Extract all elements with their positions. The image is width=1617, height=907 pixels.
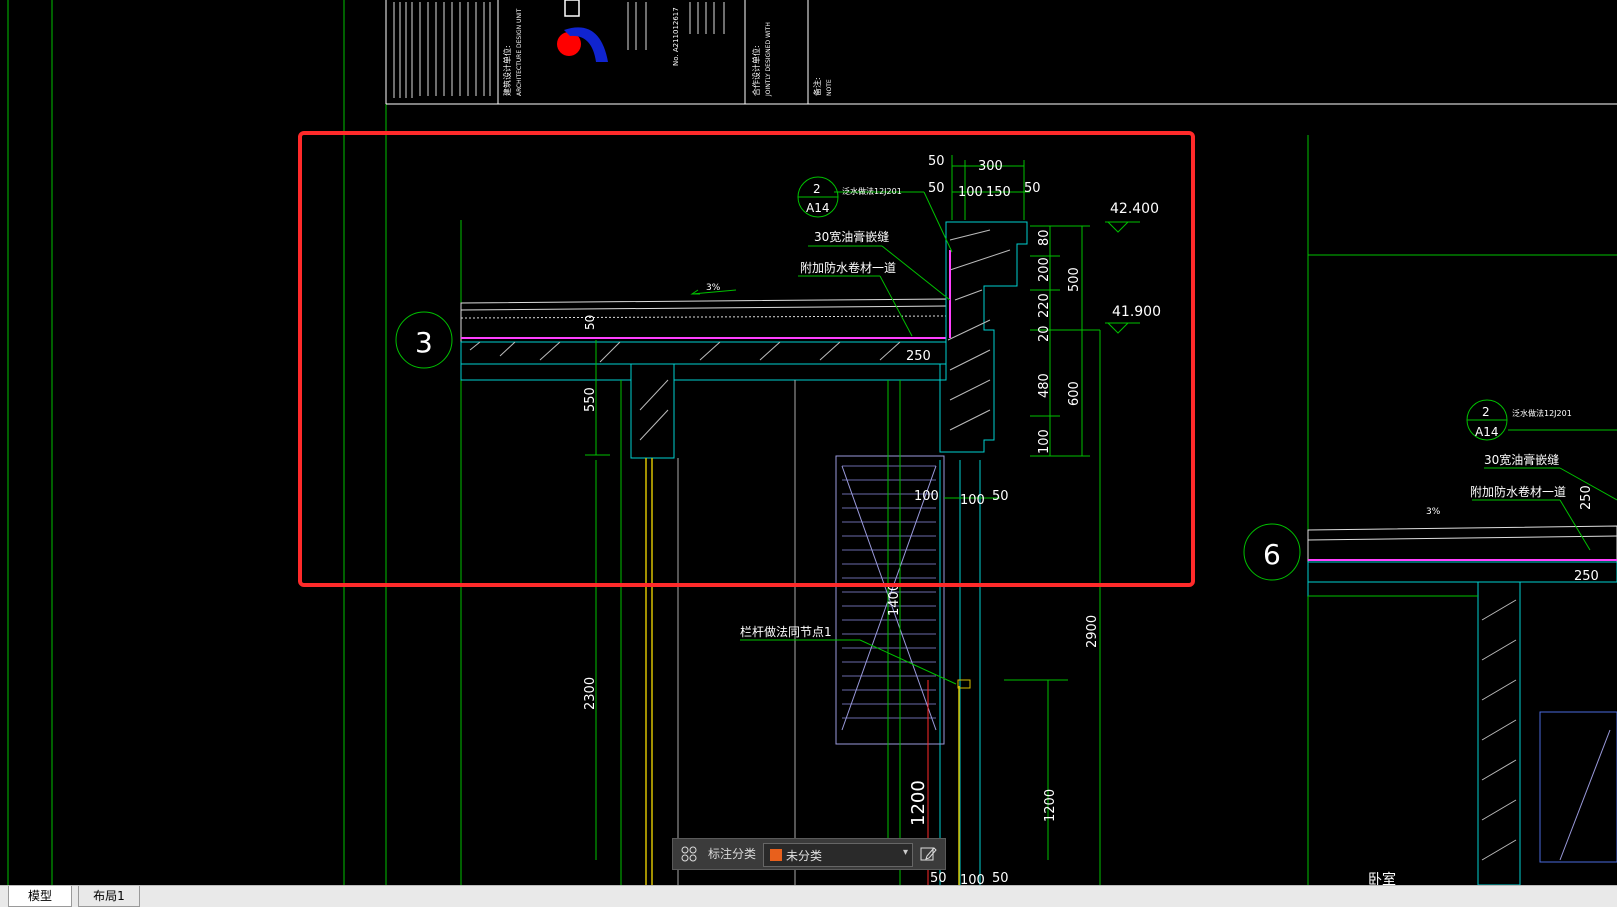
- note-railing: 栏杆做法同节点1: [740, 624, 832, 639]
- detail-3-number: 3: [415, 326, 433, 359]
- dim-50-top: 50: [928, 154, 945, 169]
- dim-500: 500: [1067, 267, 1082, 292]
- dim-550: 550: [583, 387, 598, 412]
- cad-drawing-canvas[interactable]: 建筑设计单位: ARCHITECTURE DESIGN UNIT No. A21…: [0, 0, 1617, 885]
- chevron-down-icon: ▾: [902, 847, 908, 858]
- titleblock-unit: 建筑设计单位:: [502, 45, 512, 96]
- annotation-category-label: 标注分类: [708, 847, 757, 861]
- dim-2900: 2900: [1085, 615, 1100, 648]
- highlight-box: [298, 131, 1195, 587]
- note-membrane-right: 附加防水卷材一道: [1470, 484, 1566, 499]
- dim-50-slab: 50: [583, 315, 597, 330]
- titleblock-jointly-en: JOINTLY DESIGNED WITH: [765, 22, 772, 97]
- dim-50-bottom-right: 50: [992, 871, 1009, 885]
- edit-icon[interactable]: [919, 845, 937, 863]
- titleblock-note: 备注:: [812, 77, 822, 96]
- detail-6-section: [1307, 429, 1617, 885]
- dim-1200: 1200: [1043, 789, 1058, 822]
- dim-250: 250: [906, 349, 931, 364]
- dim-100-side: 100: [1037, 429, 1052, 454]
- dim-300: 300: [978, 159, 1003, 174]
- dim-250-right-top: 250: [1579, 485, 1594, 510]
- note-membrane: 附加防水卷材一道: [800, 260, 896, 275]
- ref-sheet-right: A14: [1475, 425, 1498, 439]
- note-joint-right: 30宽油膏嵌缝: [1484, 452, 1559, 467]
- layout-tab-bar: 模型 布局1: [0, 885, 1617, 907]
- dim-250-right: 250: [1574, 569, 1599, 584]
- ref-note-right: 泛水做法12J201: [1512, 408, 1572, 418]
- roof-slab-section: [460, 221, 1028, 885]
- detail-6-number: 6: [1263, 538, 1281, 571]
- titleblock-frame: [385, 0, 1617, 105]
- tab-layout1[interactable]: 布局1: [78, 886, 140, 907]
- tab-model[interactable]: 模型: [8, 886, 72, 907]
- cad-drawing[interactable]: 建筑设计单位: ARCHITECTURE DESIGN UNIT No. A21…: [0, 0, 1617, 885]
- titleblock-note-en: NOTE: [826, 79, 833, 96]
- ref-sheet: A14: [806, 201, 829, 215]
- dim-100-top: 100: [958, 185, 983, 200]
- titleblock-jointly: 合作设计单位:: [751, 45, 761, 96]
- ref-index: 2: [813, 182, 821, 196]
- dim-50-bottom: 50: [930, 871, 947, 885]
- company-logo: [557, 0, 608, 62]
- dimension-lines: [585, 155, 1140, 860]
- annotation-category-value: 未分类: [786, 849, 823, 863]
- elevation-mid: 41.900: [1112, 304, 1161, 320]
- dim-20: 20: [1037, 325, 1052, 342]
- leader-lines: [690, 191, 957, 685]
- dim-600: 600: [1067, 381, 1082, 406]
- dim-480: 480: [1037, 373, 1052, 398]
- dim-100-window: 100: [914, 489, 939, 504]
- elevation-top: 42.400: [1110, 201, 1159, 217]
- detail-bubbles: [395, 176, 1508, 581]
- slope-label-right: 3%: [1426, 507, 1441, 517]
- dim-80: 80: [1037, 229, 1052, 246]
- dim-220: 220: [1037, 293, 1052, 318]
- annotation-category-toolbar: 标注分类 未分类 ▾: [672, 838, 946, 870]
- room-label: 卧室: [1368, 871, 1396, 885]
- ref-index-right: 2: [1482, 405, 1490, 419]
- titleblock-text-hatch: [393, 2, 725, 98]
- titleblock-unit-en: ARCHITECTURE DESIGN UNIT: [516, 8, 523, 96]
- dim-50-wall: 50: [992, 489, 1009, 504]
- dim-2300: 2300: [583, 677, 598, 710]
- wall-elements: [620, 330, 1101, 885]
- dim-100-bottom: 100: [960, 873, 985, 885]
- slope-label: 3%: [706, 283, 721, 293]
- dim-1400: 1400: [887, 583, 902, 616]
- dim-1200-red: 1200: [908, 780, 929, 826]
- annotation-category-select[interactable]: 未分类 ▾: [763, 843, 913, 867]
- dim-200: 200: [1037, 257, 1052, 282]
- note-joint: 30宽油膏嵌缝: [814, 229, 889, 244]
- ref-note: 泛水做法12J201: [842, 186, 902, 196]
- dim-100-wall: 100: [960, 493, 985, 508]
- category-color-swatch: [770, 849, 782, 861]
- dim-50-mid: 50: [928, 181, 945, 196]
- dim-150: 150: [986, 185, 1011, 200]
- dim-50-right: 50: [1024, 181, 1041, 196]
- titleblock-cert-no: No. A211012617: [672, 7, 680, 66]
- grid-icon[interactable]: [681, 846, 697, 862]
